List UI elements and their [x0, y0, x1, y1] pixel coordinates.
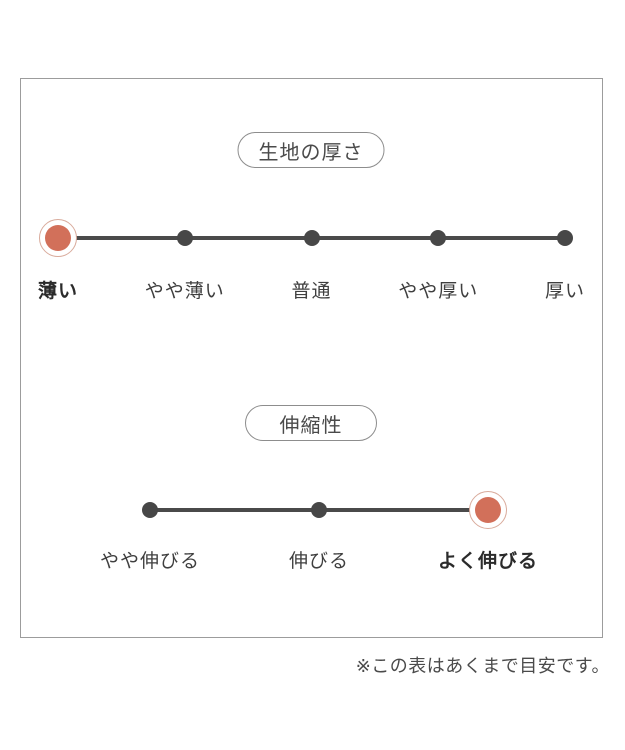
scale-label: やや厚い — [398, 281, 479, 302]
scale-dot — [430, 230, 447, 246]
scale-dot — [303, 230, 320, 246]
scale-label: やや薄い — [144, 281, 225, 302]
scale-label: 普通 — [291, 281, 332, 302]
stretch-title-pill: 伸縮性 — [245, 405, 377, 441]
selected-marker-dot — [45, 225, 71, 251]
selected-marker-dot — [475, 497, 501, 523]
scale-label: やや伸びる — [99, 551, 201, 572]
scale-label: 厚い — [544, 281, 586, 302]
scale-dot — [557, 230, 573, 246]
selected-marker — [39, 219, 77, 257]
scale-label: よく伸びる — [437, 551, 539, 572]
scale-label: 伸びる — [288, 551, 350, 572]
thickness-title-pill: 生地の厚さ — [237, 132, 385, 168]
selected-marker — [469, 491, 507, 529]
spec-chart-box — [20, 78, 603, 638]
disclaimer-note: ※この表はあくまで目安です。 — [355, 656, 610, 676]
scale-dot — [176, 230, 193, 246]
scale-dot — [311, 502, 327, 518]
scale-dot — [142, 502, 158, 518]
scale-label: 薄い — [37, 281, 79, 302]
